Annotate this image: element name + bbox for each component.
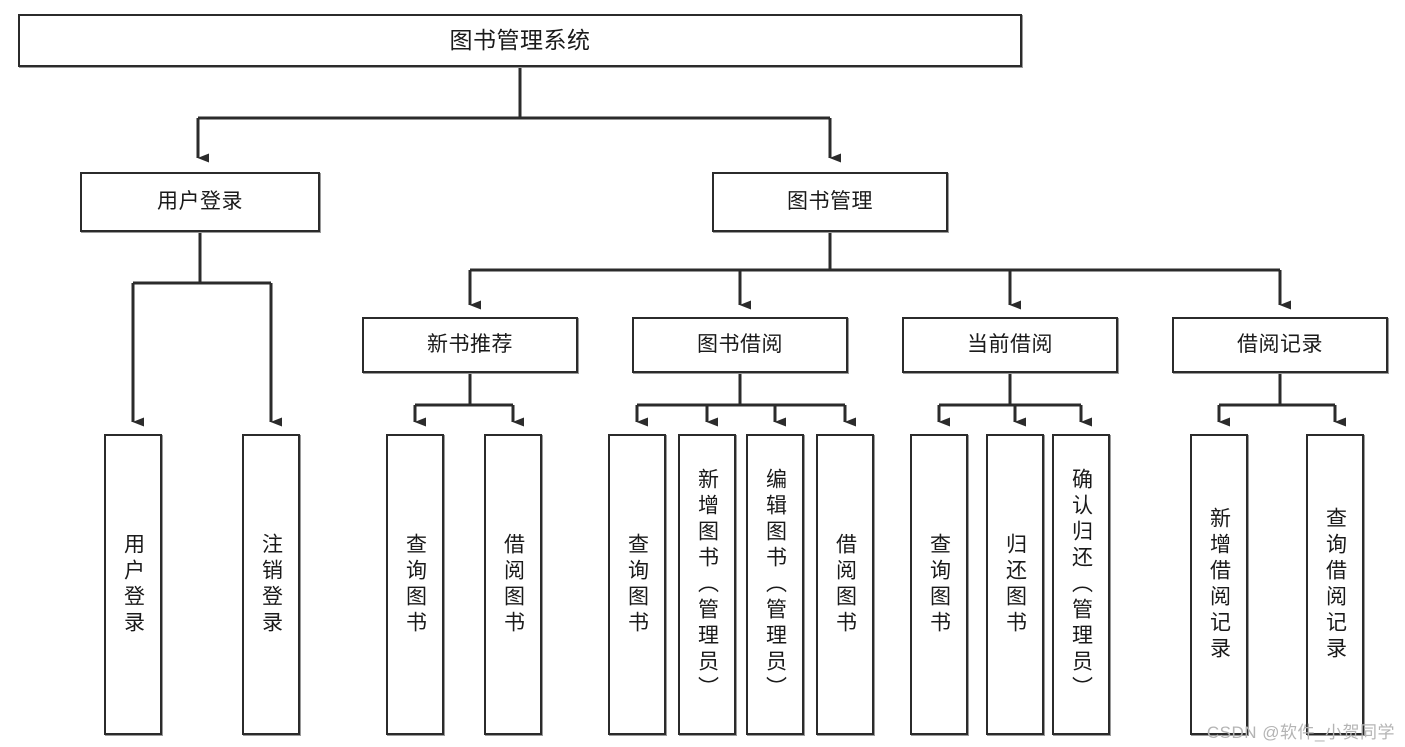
node-leaf-query-books-borrow[interactable]: 查询图书 [608, 434, 666, 735]
node-leaf-query-borrow-record[interactable]: 查询借阅记录 [1306, 434, 1364, 735]
node-label: 归还图书 [1003, 532, 1027, 637]
node-label: 新增图书（管理员） [695, 467, 719, 702]
node-label: 用户登录 [121, 532, 145, 637]
node-book-borrowing[interactable]: 图书借阅 [632, 317, 848, 373]
node-label: 用户登录 [157, 190, 243, 214]
node-label: 编辑图书（管理员） [763, 467, 787, 702]
node-label: 借阅图书 [501, 532, 525, 637]
node-leaf-confirm-return-admin[interactable]: 确认归还（管理员） [1052, 434, 1110, 735]
node-current-borrowing[interactable]: 当前借阅 [902, 317, 1118, 373]
node-label: 查询借阅记录 [1323, 506, 1347, 663]
node-label: 查询图书 [625, 532, 649, 637]
node-book-management[interactable]: 图书管理 [712, 172, 948, 232]
node-label: 当前借阅 [967, 333, 1053, 357]
node-label: 借阅图书 [833, 532, 857, 637]
node-label: 新书推荐 [427, 333, 513, 357]
node-label: 查询图书 [927, 532, 951, 637]
node-label: 注销登录 [259, 532, 283, 637]
node-leaf-query-books-current[interactable]: 查询图书 [910, 434, 968, 735]
node-user-login[interactable]: 用户登录 [80, 172, 320, 232]
node-leaf-return-books[interactable]: 归还图书 [986, 434, 1044, 735]
node-label: 确认归还（管理员） [1069, 467, 1093, 702]
node-leaf-logout[interactable]: 注销登录 [242, 434, 300, 735]
node-label: 借阅记录 [1237, 333, 1323, 357]
node-leaf-query-books-rec[interactable]: 查询图书 [386, 434, 444, 735]
node-leaf-add-book-admin[interactable]: 新增图书（管理员） [678, 434, 736, 735]
node-label: 图书借阅 [697, 333, 783, 357]
node-label: 新增借阅记录 [1207, 506, 1231, 663]
node-leaf-edit-book-admin[interactable]: 编辑图书（管理员） [746, 434, 804, 735]
node-label: 图书管理 [787, 190, 873, 214]
node-leaf-add-borrow-record[interactable]: 新增借阅记录 [1190, 434, 1248, 735]
node-label: 查询图书 [403, 532, 427, 637]
node-label: 图书管理系统 [449, 27, 591, 54]
node-leaf-borrow-books-rec[interactable]: 借阅图书 [484, 434, 542, 735]
node-leaf-user-login[interactable]: 用户登录 [104, 434, 162, 735]
node-borrow-records[interactable]: 借阅记录 [1172, 317, 1388, 373]
node-leaf-borrow-books[interactable]: 借阅图书 [816, 434, 874, 735]
node-new-book-recommendation[interactable]: 新书推荐 [362, 317, 578, 373]
node-root-system[interactable]: 图书管理系统 [18, 14, 1022, 67]
